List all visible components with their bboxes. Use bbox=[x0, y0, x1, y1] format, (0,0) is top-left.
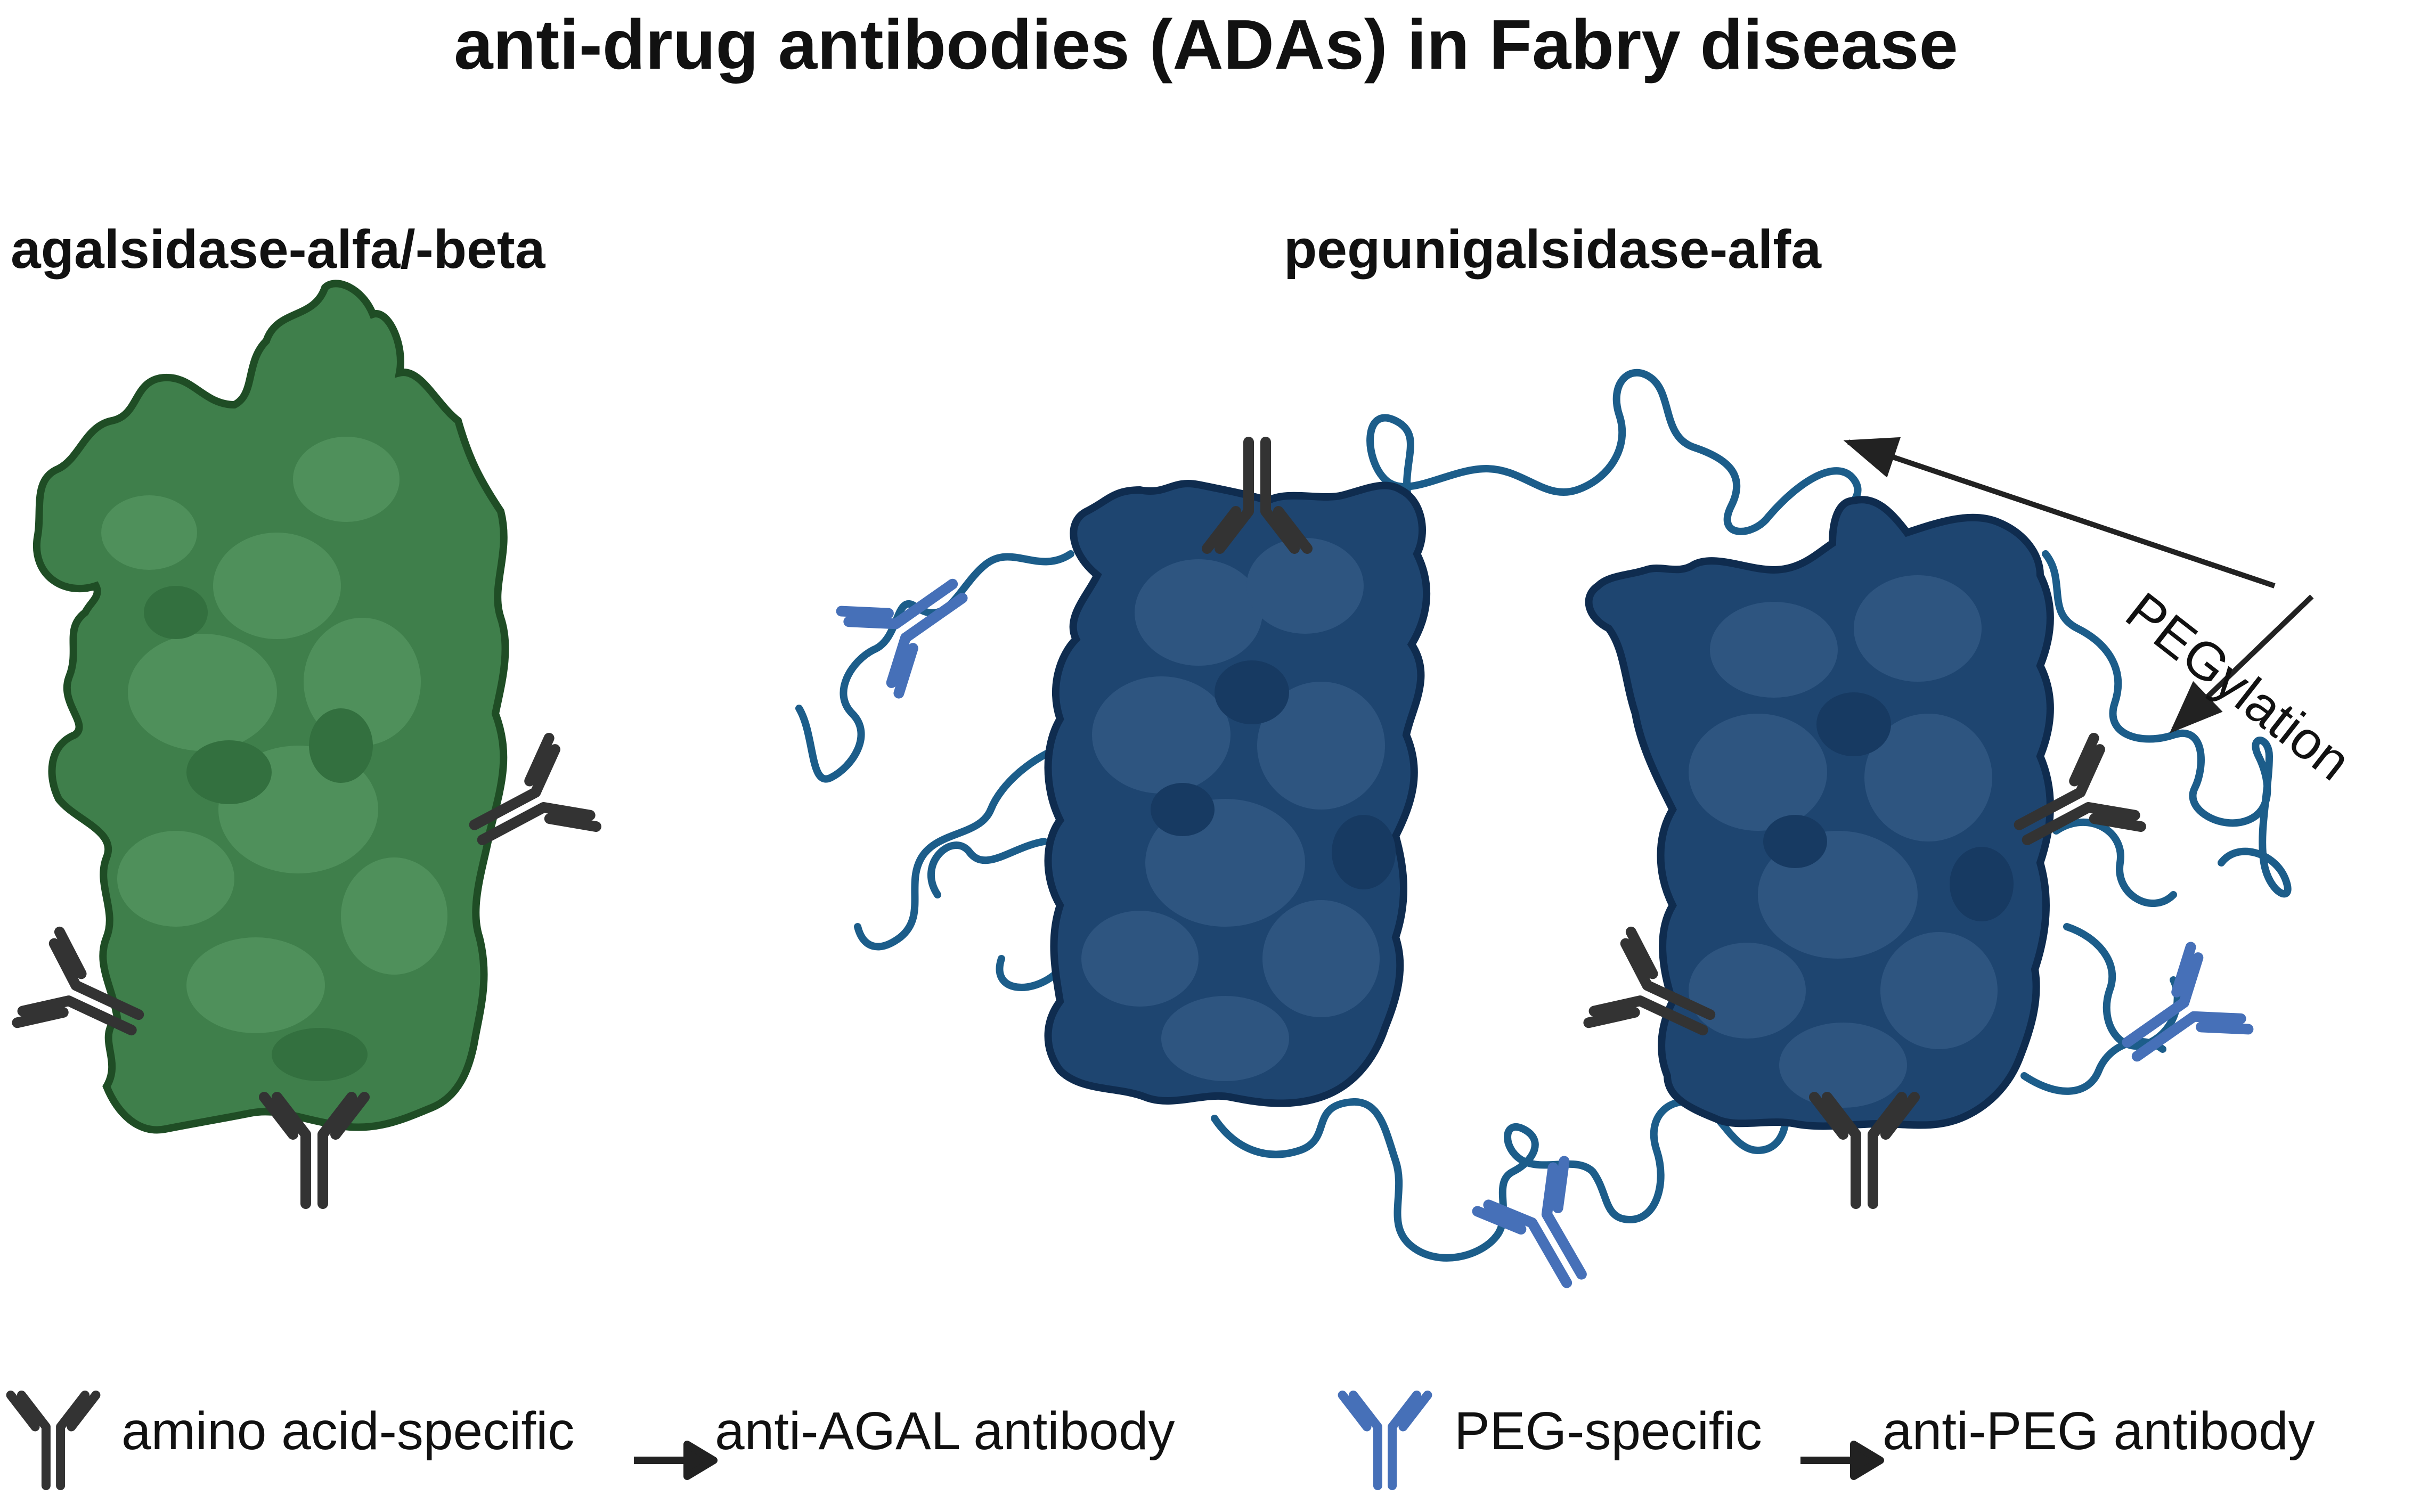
arrow-right-icon bbox=[634, 1441, 718, 1480]
legend-amino-acid-label: amino acid-specific bbox=[121, 1401, 575, 1461]
protein-blob-icon bbox=[32, 280, 509, 1134]
panel-title-pegunigalsidase: pegunigalsidase-alfa bbox=[1284, 219, 1821, 280]
peg-chain-icon bbox=[1211, 1093, 1790, 1262]
peg-chain-icon bbox=[1366, 369, 1862, 536]
arrow-icon bbox=[2169, 594, 2314, 733]
legend-anti-agal-label: anti-AGAL antibody bbox=[715, 1401, 1175, 1461]
antibody-icon bbox=[11, 1395, 96, 1486]
peg-chain-icon bbox=[2063, 923, 2181, 1050]
pegylation-arrows bbox=[1843, 437, 2314, 733]
arrow-icon bbox=[1843, 437, 2276, 589]
peg-chain-icon bbox=[795, 550, 1074, 783]
legend-anti-peg-label: anti-PEG antibody bbox=[1883, 1401, 2315, 1461]
protein-blob-icon bbox=[1585, 496, 2054, 1130]
antibody-icon bbox=[842, 550, 987, 693]
legend-peg-label: PEG-specific bbox=[1454, 1401, 1762, 1461]
arrow-right-icon bbox=[1800, 1441, 1884, 1480]
antibody-icon bbox=[1342, 1395, 1428, 1486]
main-title: anti-drug antibodies (ADAs) in Fabry dis… bbox=[454, 5, 1958, 84]
panel-title-agalsidase: agalsidase-alfa/-beta bbox=[11, 219, 545, 280]
protein-blob-icon bbox=[1044, 479, 1431, 1107]
peg-chain-icon bbox=[927, 838, 1048, 898]
legend-icons bbox=[11, 1395, 1884, 1486]
peg-chain-icon bbox=[2042, 550, 2292, 898]
peg-chain-icon bbox=[2052, 818, 2177, 908]
peg-chain-icon bbox=[854, 742, 1069, 951]
peg-chains bbox=[795, 369, 2292, 1262]
peg-chain-icon bbox=[2020, 1037, 2166, 1095]
